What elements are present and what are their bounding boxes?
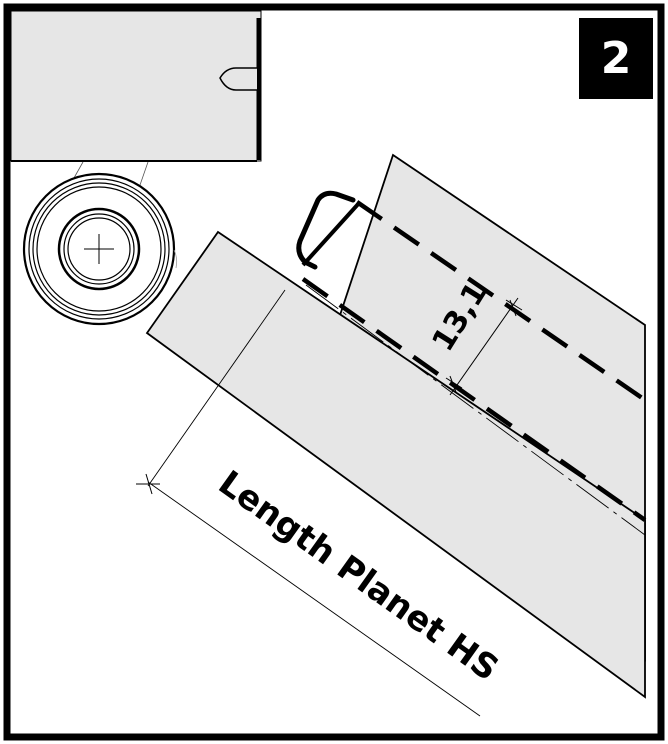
step-number-badge: 2 [579,18,653,99]
housing-notch [219,67,257,91]
bearing [22,172,178,326]
planet-part-lower [145,230,646,699]
hidden-bore-lines [301,200,647,536]
housing-block [10,10,262,162]
retaining-clip [296,190,356,270]
